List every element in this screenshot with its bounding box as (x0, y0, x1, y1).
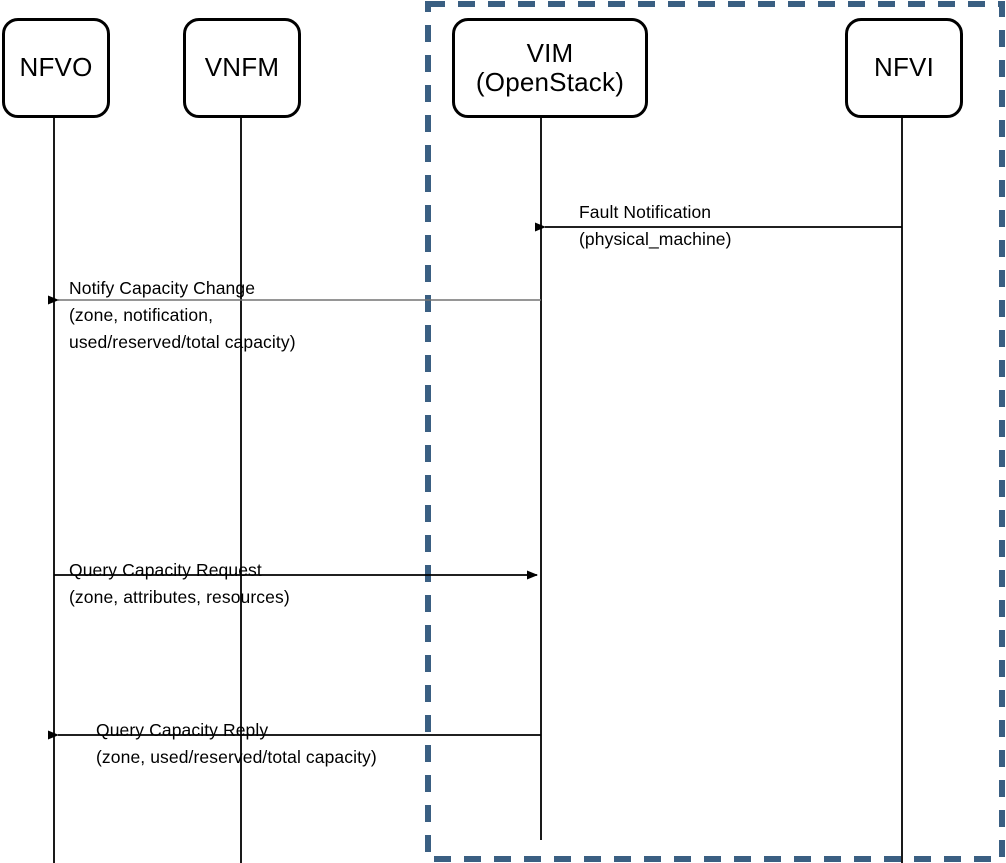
actor-label-vnfm: VNFM (204, 52, 280, 83)
message-label-fault-notification: Fault Notification (physical_machine) (579, 202, 732, 250)
nfvi-vim-boundary (425, 1, 1005, 862)
actor-box-vnfm[interactable]: VNFM (183, 18, 301, 118)
message-label-notify-capacity-change: Notify Capacity Change (zone, notificati… (69, 278, 296, 353)
actor-label-nfvo: NFVO (19, 52, 93, 83)
actor-label-vim: VIM (OpenStack) (475, 37, 625, 97)
actor-label-nfvi: NFVI (873, 52, 935, 83)
message-label-query-capacity-request: Query Capacity Request (zone, attributes… (69, 560, 290, 608)
actor-box-nfvi[interactable]: NFVI (845, 18, 963, 118)
message-label-query-capacity-reply: Query Capacity Reply (zone, used/reserve… (96, 720, 377, 768)
actor-box-vim[interactable]: VIM (OpenStack) (452, 18, 648, 118)
actor-box-nfvo[interactable]: NFVO (2, 18, 110, 118)
